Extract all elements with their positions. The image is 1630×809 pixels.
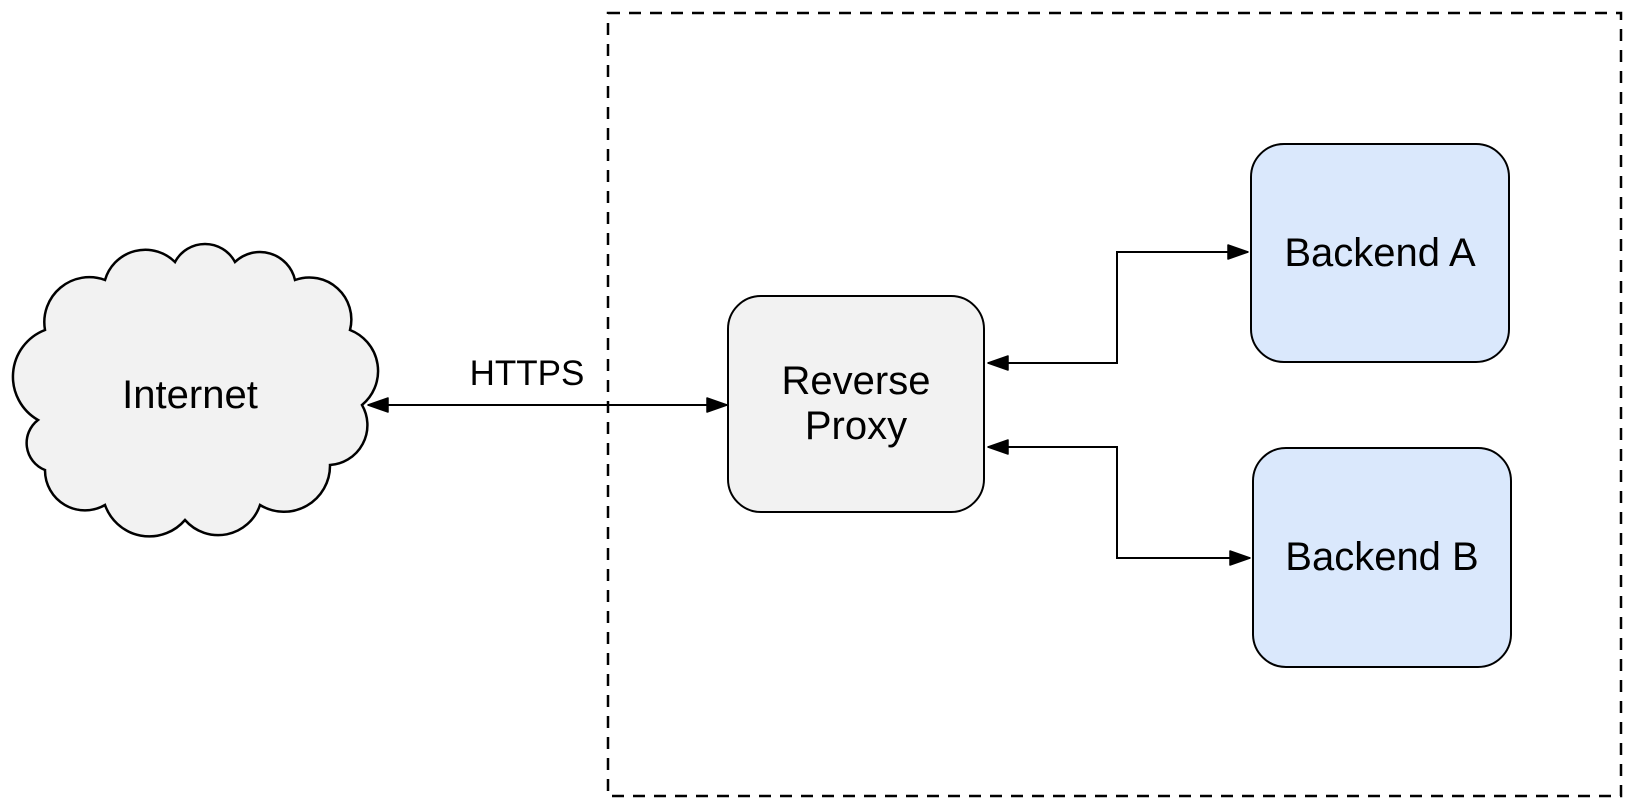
backend-a-label: Backend A [1284,230,1476,275]
backend-b-label: Backend B [1285,535,1479,579]
reverse-proxy-label: Reverse Proxy [781,359,931,448]
backend-a-node: Backend A [1250,143,1510,363]
internet-label-text: Internet [122,373,258,417]
https-label-text: HTTPS [469,353,585,393]
proxy-backend-a-connector [987,244,1249,371]
backend-b-node: Backend B [1252,447,1512,668]
reverse-proxy-node: Reverse Proxy [727,295,985,513]
proxy-backend-b-connector [987,439,1251,566]
internet-cloud-shape [11,242,380,538]
https-edge-label: HTTPS [427,351,627,397]
internet-cloud-label: Internet [8,248,372,542]
